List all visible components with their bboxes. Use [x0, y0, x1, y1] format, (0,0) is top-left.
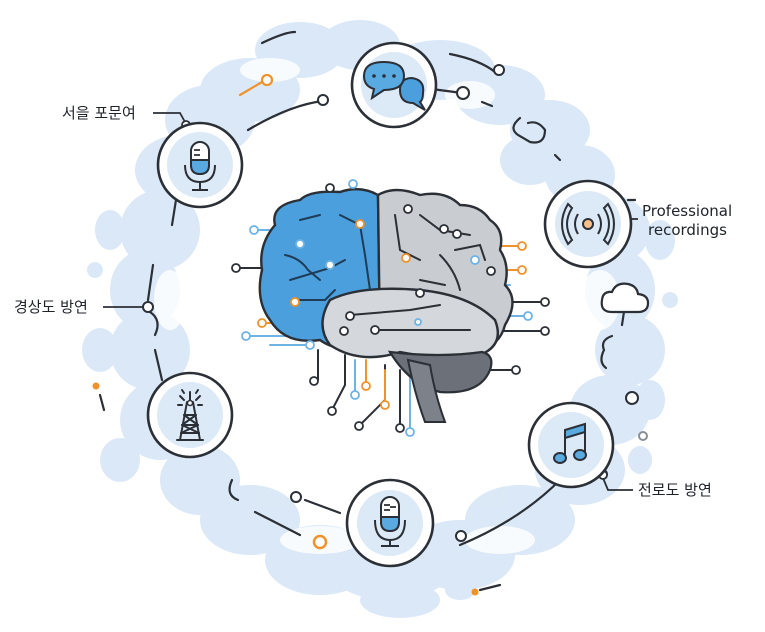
cloud-icon	[600, 282, 650, 314]
brain	[231, 179, 550, 437]
microphone-icon-node-bottom[interactable]	[345, 478, 435, 568]
label-line-2: recordings	[648, 221, 727, 239]
ring-orange-dots	[92, 73, 479, 596]
label-top-left: 서을 포문여	[62, 104, 136, 122]
label-left: 경상도 방연	[14, 298, 88, 316]
ring-orange-links	[238, 80, 264, 97]
radio-tower-icon-node[interactable]	[146, 371, 234, 459]
radio-waves-icon-node[interactable]	[543, 179, 633, 269]
label-bottom-right: 전로도 방연	[638, 481, 712, 499]
label-professional-recordings: Professional recordings	[642, 202, 732, 240]
cloud-highlights	[154, 58, 620, 554]
ring-connectors	[98, 30, 637, 592]
microphone-icon-node-top[interactable]	[156, 121, 244, 209]
speech-bubbles-icon-node[interactable]	[350, 41, 438, 129]
label-line-1: Professional	[642, 202, 733, 220]
music-note-icon-node[interactable]	[527, 401, 615, 489]
